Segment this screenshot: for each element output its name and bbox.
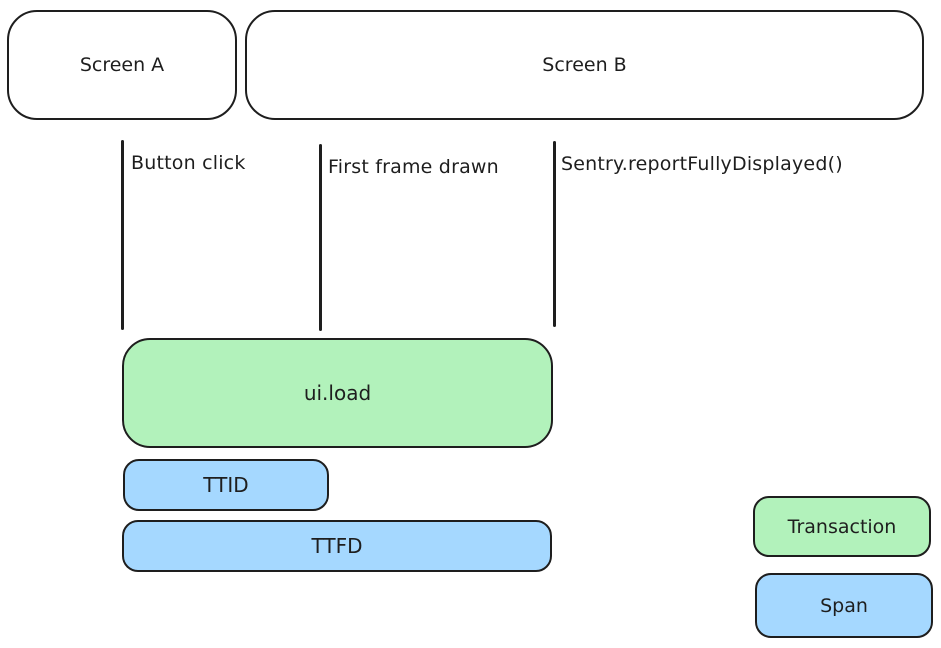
ui-load-label: ui.load	[303, 381, 372, 405]
screen-a-label: Screen A	[79, 54, 165, 76]
ttfd-label: TTFD	[311, 534, 363, 558]
legend-span: Span	[755, 573, 933, 638]
event-label-button-click: Button click	[131, 152, 246, 174]
event-label-report-fully-displayed: Sentry.reportFullyDisplayed()	[561, 153, 843, 175]
screen-b-box: Screen B	[245, 10, 924, 120]
screen-a-box: Screen A	[7, 10, 237, 120]
event-label-first-frame-drawn: First frame drawn	[328, 156, 499, 178]
legend-span-label: Span	[820, 594, 868, 617]
screen-b-label: Screen B	[542, 54, 627, 76]
ui-load-transaction-bar: ui.load	[122, 338, 553, 448]
legend-transaction-label: Transaction	[787, 515, 897, 538]
event-line-report-fully-displayed	[553, 141, 556, 327]
ttid-label: TTID	[203, 473, 249, 497]
event-line-first-frame-drawn	[319, 144, 322, 331]
event-line-button-click	[121, 140, 124, 330]
legend-transaction: Transaction	[753, 496, 931, 557]
ttid-span-bar: TTID	[123, 459, 329, 511]
ttfd-span-bar: TTFD	[122, 520, 552, 572]
